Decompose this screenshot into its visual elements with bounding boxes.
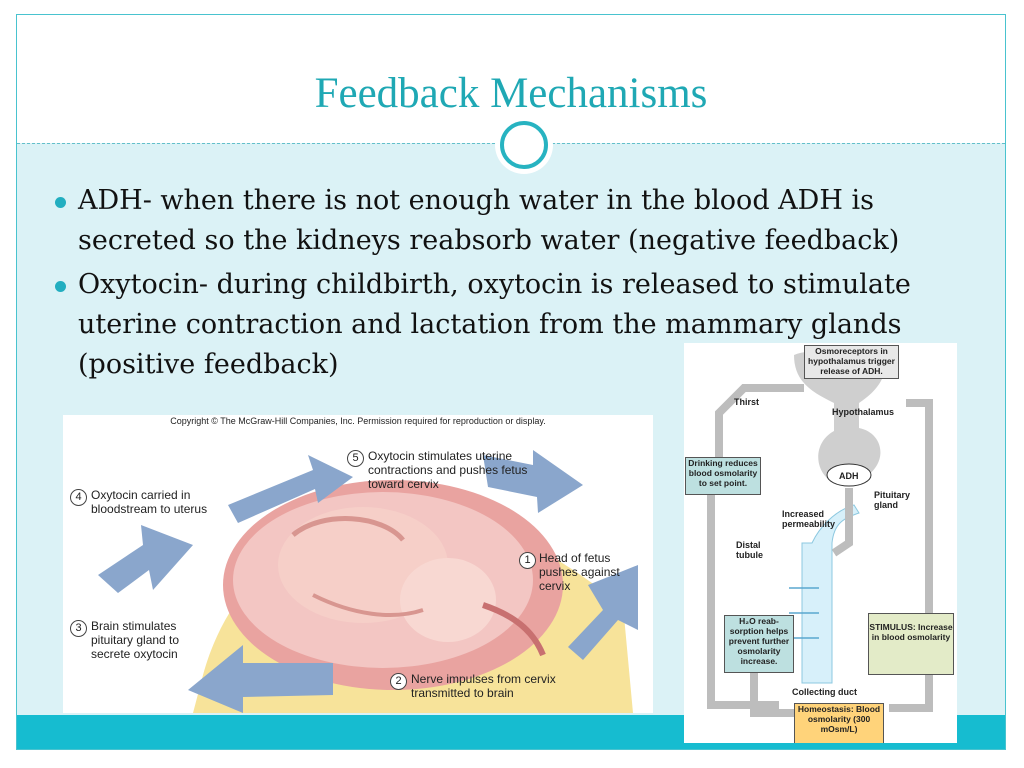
homeostasis-box: Homeostasis: Blood osmolarity (300 mOsm/… [794,703,884,743]
step-number: 4 [70,489,87,506]
adh-loop-diagram [707,350,933,717]
step-number: 5 [347,450,364,467]
slide-title: Feedback Mechanisms [314,70,708,117]
step-number: 3 [70,620,87,637]
collecting-duct-label: Collecting duct [792,687,857,697]
step-number: 1 [519,552,536,569]
oxytocin-figure: Copyright © The McGraw-Hill Companies, I… [63,415,653,713]
step-number: 2 [390,673,407,690]
drinking-box: Drinking reduces blood osmolarity to set… [685,457,761,495]
bullet-item-oxytocin: Oxytocin- during childbirth, oxytocin is… [55,265,975,385]
step-2-label: Nerve impulses from cervix transmitted t… [411,672,556,700]
bullet-dot-icon [55,197,66,208]
bullet-dot-icon [55,281,66,292]
bullet-item-adh: ADH- when there is not enough water in t… [55,181,975,261]
thirst-label: Thirst [734,397,760,407]
childbirth-illustration [98,450,638,713]
hypothalamus-label: Hypothalamus [832,407,895,417]
adh-label: ADH [839,471,859,481]
h2o-reabsorption-box: H₂O reab-sorption helps prevent further … [724,615,794,673]
copyright-notice: Copyright © The McGraw-Hill Companies, I… [170,416,546,426]
step-5-label: Oxytocin stimulates uterine contractions… [368,449,528,491]
adh-feedback-figure: Osmoreceptors in hypothalamus trigger re… [684,343,957,743]
bullet-text: Oxytocin- during childbirth, oxytocin is… [78,269,911,380]
permeability-label: Increased permeability [782,509,836,529]
step-3-label: Brain stimulates pituitary gland to secr… [91,619,180,661]
slide-frame: Feedback Mechanisms ADH- when there is n… [16,14,1006,750]
step-4-label: Oxytocin carried in bloodstream to uteru… [91,488,208,516]
pituitary-label: Pituitary gland [874,490,911,510]
ring-ornament-icon [495,116,553,174]
bullet-text: ADH- when there is not enough water in t… [78,185,900,256]
osmoreceptors-box: Osmoreceptors in hypothalamus trigger re… [804,345,899,379]
distal-tubule-label: Distal tubule [736,540,763,560]
bullet-list: ADH- when there is not enough water in t… [55,181,975,389]
stimulus-box: STIMULUS: Increase in blood osmolarity [868,613,954,675]
step-1-label: Head of fetus pushes against cervix [539,551,620,593]
